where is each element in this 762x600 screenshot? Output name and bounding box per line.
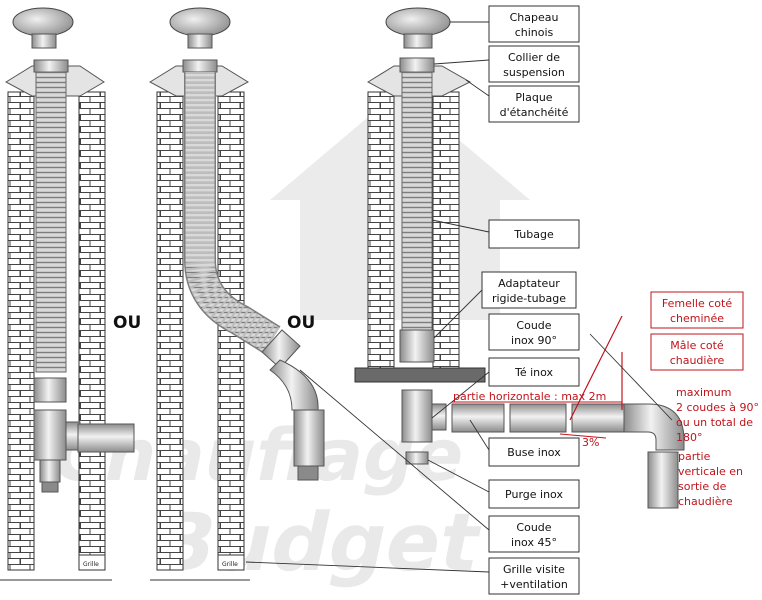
- svg-text:Mâle coté: Mâle coté: [670, 339, 724, 352]
- chimney-2: Grille: [148, 7, 325, 581]
- te-assembly: [401, 389, 447, 465]
- svg-text:Chapeau: Chapeau: [510, 11, 559, 24]
- svg-text:suspension: suspension: [503, 66, 565, 79]
- svg-text:Tubage: Tubage: [513, 228, 554, 241]
- label-adaptateur: Adaptateur rigide-tubage: [481, 271, 577, 309]
- note-max-elbows: maximum 2 coudes à 90° ou un total de 18…: [676, 386, 759, 444]
- note-vertical: partie verticale en sortie de chaudière: [678, 450, 743, 508]
- label-chapeau: Chapeau chinois: [488, 5, 580, 43]
- svg-text:maximum: maximum: [676, 386, 731, 399]
- svg-text:Plaque: Plaque: [515, 91, 552, 104]
- svg-text:Coude: Coude: [516, 521, 551, 534]
- svg-text:Té inox: Té inox: [514, 366, 554, 379]
- svg-text:Purge inox: Purge inox: [505, 488, 563, 501]
- label-te: Té inox: [488, 357, 580, 387]
- svg-text:d'étanchéité: d'étanchéité: [500, 106, 569, 119]
- svg-text:Femelle coté: Femelle coté: [662, 297, 732, 310]
- svg-text:Grille visite: Grille visite: [503, 563, 565, 576]
- svg-text:rigide-tubage: rigide-tubage: [492, 292, 566, 305]
- svg-text:Budget: Budget: [145, 497, 490, 590]
- svg-text:Buse inox: Buse inox: [507, 446, 561, 459]
- svg-text:verticale en: verticale en: [678, 465, 743, 478]
- grille-label-2: Grille: [222, 561, 238, 568]
- svg-text:180°: 180°: [676, 431, 703, 444]
- label-grille: Grille visite +ventilation: [488, 557, 580, 595]
- svg-text:Adaptateur: Adaptateur: [498, 277, 560, 290]
- note-slope: 3%: [582, 436, 599, 449]
- svg-text:sortie de: sortie de: [678, 480, 727, 493]
- ou-text-1: OU: [113, 313, 141, 333]
- svg-text:chinois: chinois: [515, 26, 554, 39]
- note-horizontal: partie horizontale : max 2m: [453, 390, 606, 403]
- svg-text:partie: partie: [678, 450, 711, 463]
- label-collier: Collier de suspension: [488, 45, 580, 83]
- label-coude45: Coude inox 45°: [488, 515, 580, 553]
- grille-label-1: Grille: [83, 561, 99, 568]
- red-annotations: [452, 315, 623, 439]
- label-plaque: Plaque d'étanchéité: [488, 85, 580, 123]
- label-male: Mâle coté chaudière: [650, 333, 744, 371]
- label-femelle: Femelle coté cheminée: [650, 291, 744, 329]
- chimney-3: [354, 7, 486, 383]
- label-tubage: Tubage: [488, 219, 580, 249]
- label-coude90: Coude inox 90°: [488, 313, 580, 351]
- svg-text:chaudière: chaudière: [678, 495, 733, 508]
- svg-text:Collier de: Collier de: [508, 51, 560, 64]
- horizontal-run: [451, 403, 685, 509]
- label-purge: Purge inox: [488, 479, 580, 509]
- chimney-1: Grille: [0, 7, 135, 581]
- ou-text-2: OU: [287, 313, 315, 333]
- label-buse: Buse inox: [488, 437, 580, 467]
- leader-lines: [245, 21, 673, 573]
- svg-text:inox 45°: inox 45°: [511, 536, 557, 549]
- svg-text:2 coudes à 90°: 2 coudes à 90°: [676, 401, 759, 414]
- svg-text:ou un total de: ou un total de: [676, 416, 753, 429]
- svg-text:cheminée: cheminée: [670, 312, 724, 325]
- svg-text:+ventilation: +ventilation: [500, 578, 568, 591]
- svg-text:chaudière: chaudière: [670, 354, 725, 367]
- svg-text:Coude: Coude: [516, 319, 551, 332]
- svg-text:inox 90°: inox 90°: [511, 334, 557, 347]
